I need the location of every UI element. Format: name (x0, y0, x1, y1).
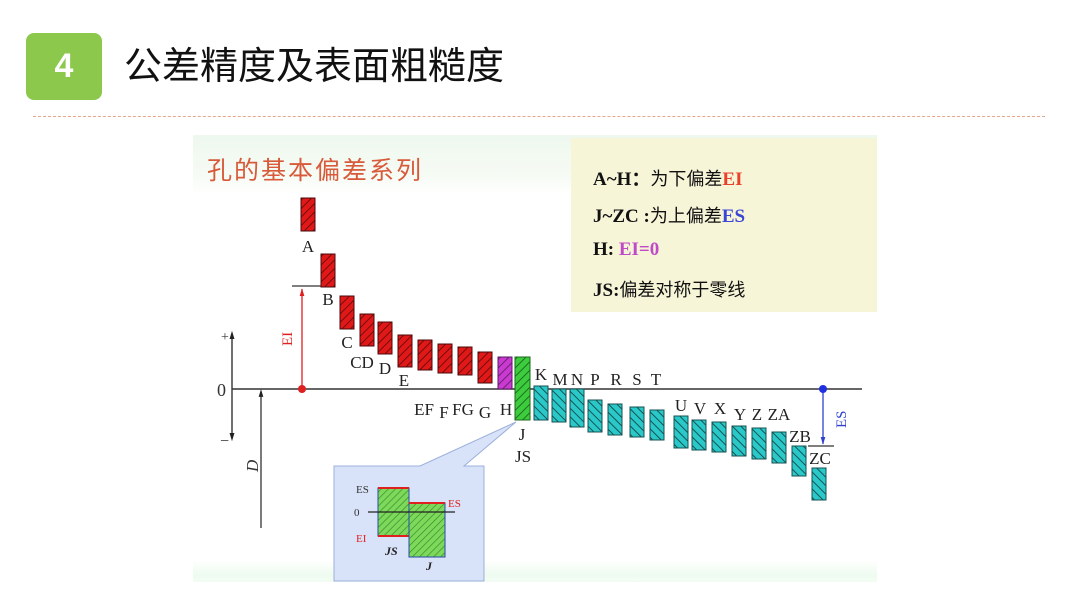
legend-highlight-es: ES (721, 206, 746, 227)
legend-line-h: H: EI=0 (593, 239, 659, 261)
callout-es-right-label: ES (448, 498, 461, 510)
callout-ei-label: EI (356, 533, 367, 545)
bar-cd (359, 313, 375, 347)
bar-label-ef: EF (414, 400, 434, 419)
es-origin-dot (819, 385, 827, 393)
bar-b (320, 253, 336, 288)
ei-label: EI (280, 332, 296, 346)
bar-zc (811, 467, 827, 501)
bar-label-x: X (714, 399, 726, 418)
callout-bubble (333, 421, 517, 582)
callout-js-label: JS (384, 544, 398, 558)
bar-label-e: E (399, 371, 409, 390)
minus-label: − (220, 433, 229, 450)
bar-m (551, 388, 567, 423)
bar-y (731, 425, 747, 457)
bar-label-c: C (341, 333, 352, 352)
legend-highlight-ei: EI (722, 169, 743, 190)
legend-text: 为上偏差 (649, 206, 722, 227)
d-label: D (243, 459, 262, 473)
legend-prefix: A~H： (593, 169, 651, 190)
legend-line-j-zc: J~ZC :为上偏差ES (593, 202, 745, 228)
bar-label-zb: ZB (789, 427, 811, 446)
section-number-badge: 4 (26, 33, 102, 100)
bar-j-js (514, 356, 531, 421)
js-j-callout: ES 0 EI ES JS J (333, 421, 517, 582)
bar-label-h: H (500, 400, 512, 419)
bar-v (691, 419, 707, 451)
dashed-divider (33, 116, 1045, 117)
bar-s (629, 406, 645, 438)
bar-a (300, 197, 316, 232)
hole-deviation-figure: 孔的基本偏差系列 A~H：为下偏差EI J~ZC :为上偏差ES H: EI=0… (193, 135, 877, 582)
legend-highlight-ei-zero: EI=0 (618, 239, 660, 260)
legend-line-a-h: A~H：为下偏差EI (593, 164, 742, 191)
bar-label-y: Y (734, 405, 746, 424)
slide-title: 公差精度及表面粗糙度 (124, 44, 505, 88)
bar-g (477, 351, 493, 384)
bar-z (751, 427, 767, 460)
bar-u (673, 415, 689, 449)
ei-origin-dot (298, 385, 306, 393)
bar-label-d: D (379, 359, 391, 378)
bar-za (771, 431, 787, 464)
legend-text: 为下偏差 (650, 169, 723, 190)
legend-box: A~H：为下偏差EI J~ZC :为上偏差ES H: EI=0 JS:偏差对称于… (571, 138, 877, 312)
bar-r (607, 403, 623, 436)
legend-prefix: J~ZC : (593, 206, 650, 227)
legend-text: 偏差对称于零线 (619, 280, 746, 301)
callout-es-top-label: ES (356, 484, 369, 496)
bar-label-z: Z (752, 405, 762, 424)
bar-label-k: K (535, 365, 548, 384)
bar-label-n: N (571, 370, 583, 389)
bar-f (437, 343, 453, 374)
callout-j-box (408, 502, 446, 558)
bar-fg (457, 346, 473, 376)
plus-label: + (221, 330, 229, 345)
bar-label-cd: CD (350, 353, 374, 372)
es-label: ES (834, 410, 850, 428)
bar-label-p: P (590, 370, 599, 389)
bar-label-j: J (519, 425, 526, 444)
bar-d (377, 321, 393, 355)
callout-zero-label: 0 (354, 507, 360, 519)
bar-label-b: B (322, 290, 333, 309)
zero-label: 0 (217, 380, 226, 400)
section-number: 4 (54, 47, 74, 85)
bar-label-a: A (302, 237, 315, 256)
bar-t (649, 409, 665, 441)
bars-group (300, 197, 827, 501)
bar-label-fg: FG (452, 400, 474, 419)
bar-k (533, 385, 549, 421)
legend-line-js: JS:偏差对称于零线 (593, 276, 745, 302)
bar-n (569, 388, 585, 428)
legend-prefix: JS: (593, 280, 620, 301)
bar-label-f: F (439, 403, 448, 422)
bar-label-za: ZA (768, 405, 791, 424)
callout-j-label: J (425, 559, 433, 573)
legend-prefix: H: (593, 239, 619, 260)
bar-e (397, 334, 413, 368)
bar-label-g: G (479, 403, 491, 422)
bar-label-s: S (632, 370, 641, 389)
bar-ef (417, 339, 433, 371)
bar-c (339, 295, 355, 330)
bar-label-zc: ZC (809, 449, 831, 468)
bar-label-js: JS (515, 447, 531, 466)
bar-p (587, 399, 603, 433)
bar-label-v: V (694, 399, 707, 418)
bar-x (711, 421, 727, 453)
bar-label-r: R (610, 370, 622, 389)
bar-zb (791, 445, 807, 477)
bar-label-t: T (651, 370, 662, 389)
figure-title: 孔的基本偏差系列 (207, 156, 424, 185)
axis-group: + 0 − D EI ES (217, 285, 862, 528)
bar-h (497, 356, 513, 390)
bar-label-m: M (552, 370, 567, 389)
bar-label-u: U (675, 396, 687, 415)
